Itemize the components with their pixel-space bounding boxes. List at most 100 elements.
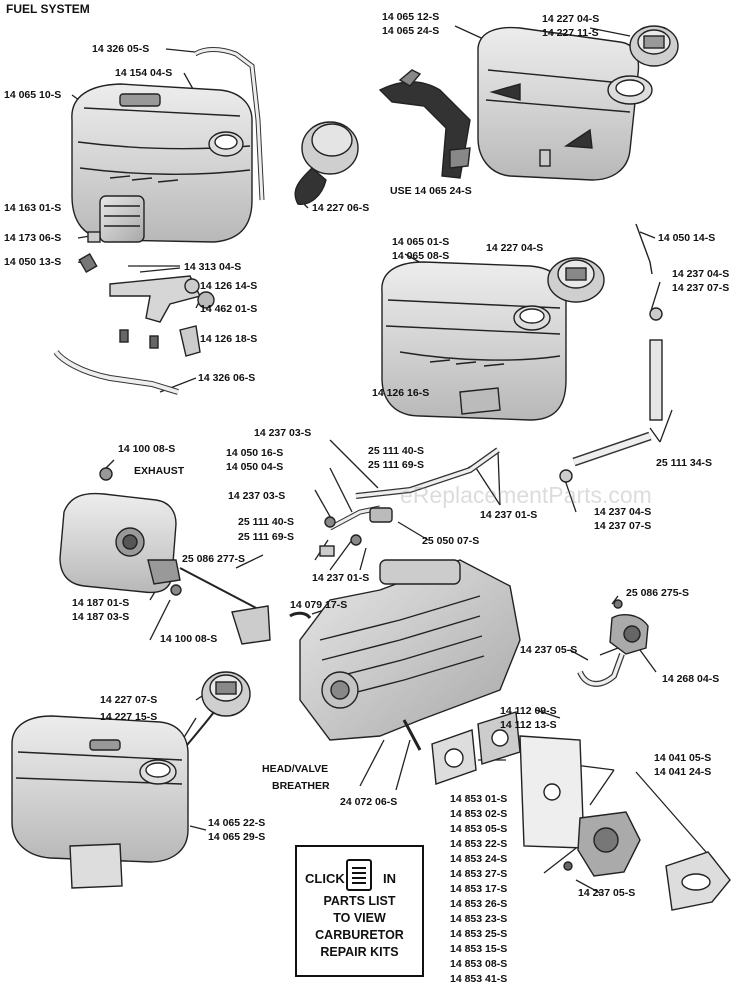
part-label: 14 313 04-S [184,261,242,273]
part-label: 14 050 14-S [658,232,716,244]
cap-07 [177,671,251,757]
part-label: 14 853 26-S [450,898,508,910]
part-label: 14 065 08-S [392,250,450,262]
part-label: 14 227 06-S [312,202,370,214]
part-label: 14 227 04-S [486,242,544,254]
part-label: 14 227 07-S [100,694,158,706]
part-label: 14 187 01-S [72,597,130,609]
click-box-line: CARBURETOR [315,928,404,942]
part-label: 14 462 01-S [200,303,258,315]
part-label: 14 853 15-S [450,943,508,955]
in-word: IN [383,871,396,886]
part-label: 25 050 07-S [422,535,480,547]
part-label: 14 065 01-S [392,236,450,248]
part-label: 14 237 05-S [520,644,578,656]
part-label: 14 237 04-S [672,268,730,280]
part-label: 14 227 15-S [100,711,158,723]
part-label: 14 853 05-S [450,823,508,835]
fuel-pump [577,599,649,687]
part-label: 14 041 05-S [654,752,712,764]
part-label: 14 126 14-S [200,280,258,292]
fuel-line-top [193,47,265,201]
part-label: 25 111 40-S [368,445,425,457]
part-label: 14 050 13-S [4,256,62,268]
tank-bracket-center [378,69,471,179]
part-label: 14 126 18-S [200,333,258,345]
fuel-pump-lines [319,447,500,557]
page-title: FUEL SYSTEM [6,2,90,16]
part-label: 14 326 05-S [92,43,150,55]
click-box-line: PARTS LIST [323,894,396,908]
part-label: 14 100 08-S [118,443,176,455]
part-label: 14 126 16-S [372,387,430,399]
bracket-left [109,275,215,357]
part-label: 14 065 12-S [382,11,440,23]
part-label: BREATHER [272,780,330,792]
part-label: 14 227 04-S [542,13,600,25]
part-label: 14 268 04-S [662,673,720,685]
watermark: eReplacementParts.com [400,482,652,508]
part-label: 14 065 24-S [382,25,440,37]
part-label: 14 853 01-S [450,793,508,805]
part-label: 14 065 22-S [208,817,266,829]
part-label: 14 100 08-S [160,633,218,645]
part-label: 25 086 277-S [182,553,246,565]
tank-bottom-left [11,715,189,889]
part-label: 25 111 40-S [238,516,295,528]
gaskets [431,711,585,849]
part-label: 14 154 04-S [115,67,173,79]
filter-top-left [78,195,145,274]
part-label: 24 072 06-S [340,796,398,808]
part-label: 25 111 34-S [656,457,713,469]
part-label: 14 173 06-S [4,232,62,244]
part-label: 14 853 27-S [450,868,508,880]
carburetor-repair-kits-link[interactable]: CLICK IN PARTS LIST TO VIEW CARBURETOR R… [295,845,424,977]
cap-06 [294,121,359,205]
part-label: 14 853 08-S [450,958,508,970]
part-label: 14 050 04-S [226,461,284,473]
part-label: EXHAUST [134,465,185,477]
fuel-line-lower-left [53,350,179,395]
muffler-exhaust [59,467,182,596]
part-label: HEAD/VALVE [262,763,329,775]
parts-list-document-icon [346,859,372,891]
click-box-line: REPAIR KITS [320,945,399,959]
tank-top-right [477,26,653,181]
part-label: 14 326 06-S [198,372,256,384]
part-label: 14 853 24-S [450,853,508,865]
part-label: 14 237 03-S [254,427,312,439]
part-label: 14 853 17-S [450,883,508,895]
part-label: 14 853 23-S [450,913,508,925]
part-label: 14 163 01-S [4,202,62,214]
part-label: 14 227 11-S [542,27,599,39]
part-label: 14 112 09-S [500,705,557,717]
part-label: 14 237 04-S [594,506,652,518]
part-label: 14 065 10-S [4,89,62,101]
click-word: CLICK [305,871,345,886]
part-label: 14 237 05-S [578,887,636,899]
part-label: 14 050 16-S [226,447,284,459]
part-label: 14 041 24-S [654,766,712,778]
cap-04-top [629,25,679,67]
part-label: 14 237 07-S [594,520,652,532]
part-label: 14 237 01-S [312,572,370,584]
carburetor [563,811,731,911]
tank-middle-right [381,261,567,421]
part-label: 14 237 03-S [228,490,286,502]
tank-top-left [71,83,253,243]
click-box-line: TO VIEW [333,911,386,925]
part-label: 14 853 02-S [450,808,508,820]
part-label: USE 14 065 24-S [390,185,472,197]
fuel-line-right [559,223,663,483]
cap-04-middle [547,257,605,303]
part-label: 25 111 69-S [368,459,425,471]
part-label: 14 065 29-S [208,831,266,843]
part-label: 14 853 22-S [450,838,508,850]
part-label: 25 111 69-S [238,531,295,543]
part-label: 14 237 07-S [672,282,730,294]
part-label: 14 112 13-S [500,719,557,731]
part-label: 14 187 03-S [72,611,130,623]
part-label: 25 086 275-S [626,587,690,599]
